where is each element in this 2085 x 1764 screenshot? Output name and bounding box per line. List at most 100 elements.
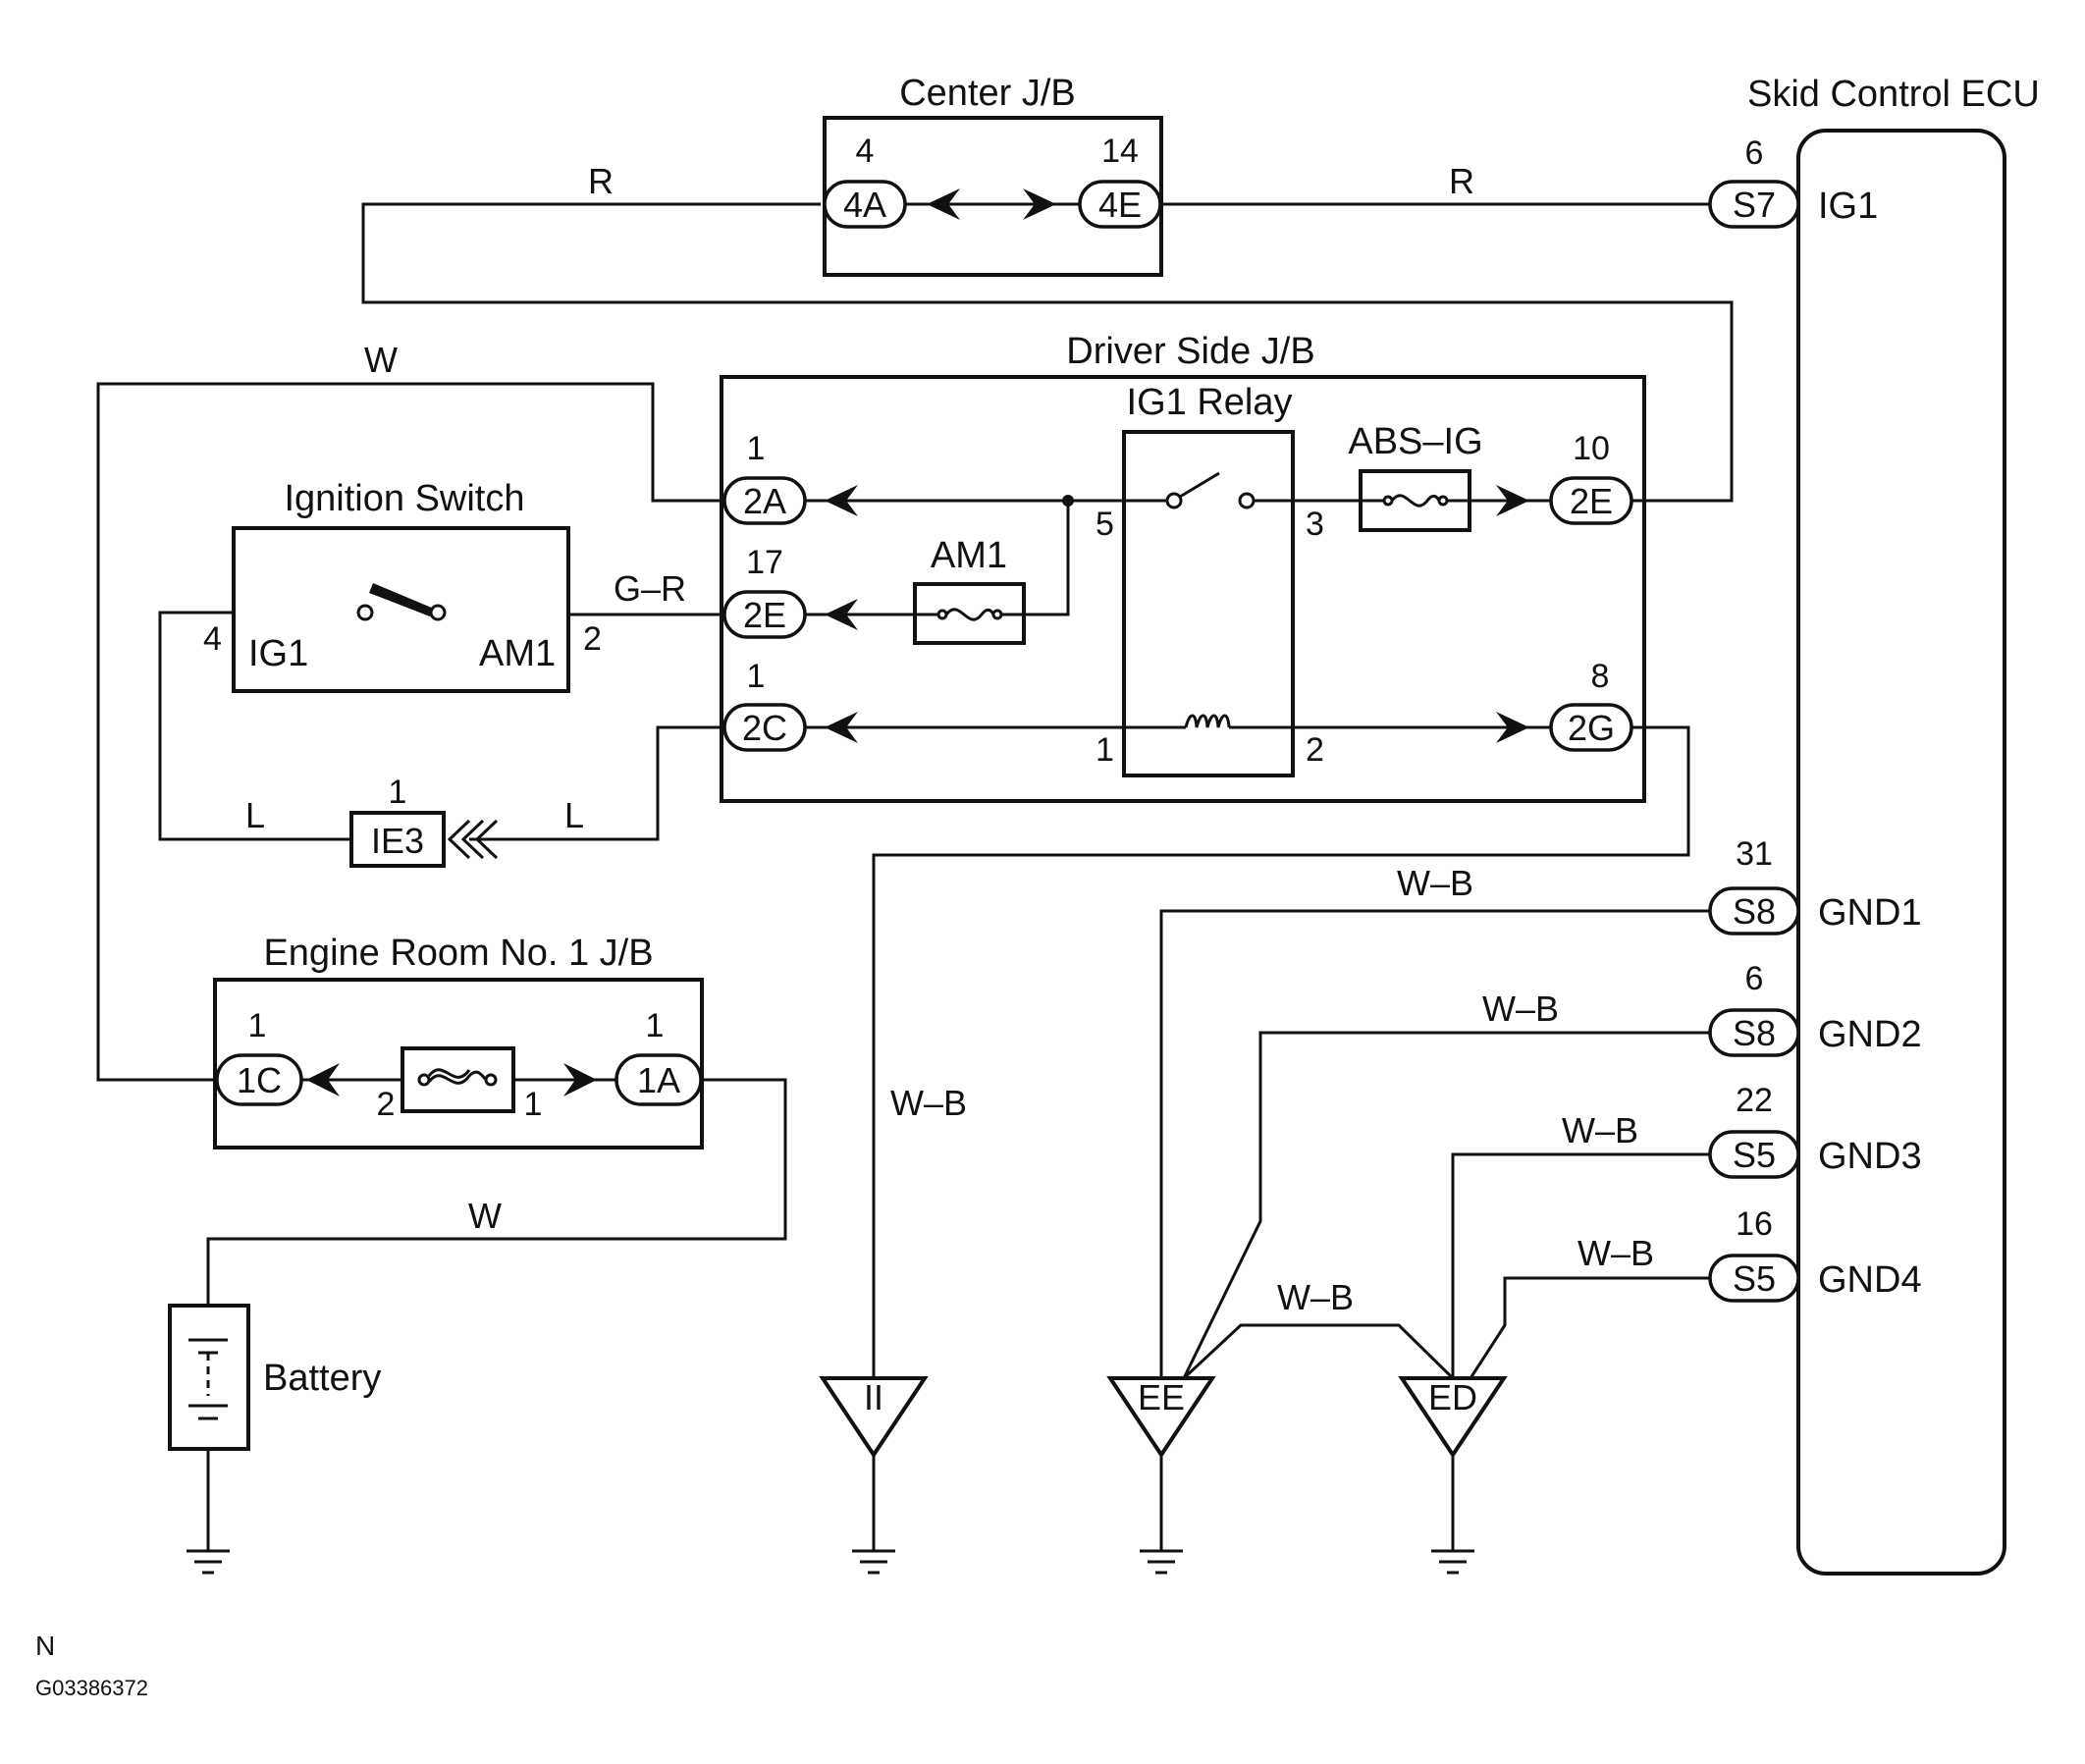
- engine-room-jb: Engine Room No. 1 J/B 1C 1 1A 1 2 1: [213, 933, 704, 1149]
- pin-2e-17: 17: [746, 544, 783, 581]
- relay-coil-icon: [1184, 714, 1231, 728]
- connector-2g: [1549, 703, 1633, 752]
- switch-contact-left: [356, 604, 374, 621]
- svg-text:2E: 2E: [743, 595, 786, 635]
- wire-wb-ee-ed: [1182, 1323, 1455, 1380]
- connector-1c: [215, 1053, 303, 1106]
- am1-fuse-label: AM1: [931, 535, 1007, 576]
- battery-label: Battery: [263, 1358, 381, 1399]
- fusible-link-box: [401, 1046, 515, 1113]
- pin-4a: 4: [856, 133, 875, 170]
- switch-pin-2: 2: [583, 620, 602, 658]
- wire-wb-gnd4-ed: [1469, 1276, 1710, 1379]
- wire-label-l-right: L: [564, 795, 584, 835]
- ig1-relay-title: IG1 Relay: [1127, 382, 1293, 423]
- switch-contact-right: [429, 604, 447, 621]
- wire-w-1a-battery: [206, 1078, 787, 1306]
- connector-arrow-2e-10: [1496, 485, 1529, 516]
- svg-text:S7: S7: [1733, 185, 1776, 225]
- connector-s7: [1708, 180, 1800, 229]
- ground-point-ee-label: EE: [1138, 1377, 1185, 1417]
- pin-1a: 1: [646, 1007, 665, 1044]
- connector-2e-10: [1549, 476, 1633, 525]
- connector-s5-gnd4: [1708, 1254, 1800, 1303]
- ground-battery-icon: [187, 1549, 230, 1575]
- svg-text:IE3: IE3: [371, 821, 424, 861]
- ground-ee-icon: [1140, 1549, 1183, 1575]
- driver-side-jb-box: [720, 375, 1646, 803]
- wire-label-l-left: L: [245, 795, 265, 835]
- engine-room-jb-title: Engine Room No. 1 J/B: [263, 933, 653, 974]
- ecu-box: [1796, 129, 2006, 1576]
- relay-pin-2: 2: [1306, 731, 1324, 769]
- connector-arrow-2g: [1496, 712, 1529, 743]
- center-jb: Center J/B 4A 4 4E 14: [823, 73, 1163, 277]
- svg-text:S5: S5: [1733, 1258, 1776, 1299]
- svg-text:S8: S8: [1733, 1013, 1776, 1053]
- wire-l-ie3-2c: [469, 725, 724, 841]
- pin-s8-6: 6: [1745, 960, 1764, 997]
- battery-box: [168, 1304, 250, 1451]
- fuse-pin-1: 1: [524, 1086, 543, 1123]
- ground-point-ee: [1106, 1376, 1216, 1459]
- connector-arrow-4a: [927, 188, 960, 220]
- connector-arrow-1c: [306, 1063, 340, 1096]
- connector-arrow-2a: [825, 485, 858, 516]
- pin-2g: 8: [1591, 658, 1610, 695]
- wire-label-wb-gnd2: W–B: [1482, 989, 1559, 1029]
- figure-id: G03386372: [35, 1676, 148, 1700]
- wires: [96, 202, 1734, 1551]
- connector-ie3-arrow-icon: [447, 819, 499, 860]
- wire-w-2a-1c: [96, 382, 724, 1082]
- footer-letter: N: [35, 1630, 55, 1661]
- grounds: II EE ED: [187, 1376, 1508, 1575]
- connector-4a: [823, 180, 907, 229]
- wire-label-w-top: W: [364, 340, 398, 380]
- connector-arrow-2e-17: [825, 599, 858, 630]
- wire-wb-2g-ii: [872, 725, 1690, 1378]
- svg-text:2G: 2G: [1568, 708, 1615, 748]
- ecu-terminal-ig1: IG1: [1818, 186, 1878, 227]
- wire-label-r-right: R: [1449, 161, 1474, 201]
- svg-text:2E: 2E: [1570, 481, 1613, 521]
- abs-ig-fuse-icon: [1390, 494, 1441, 508]
- connector-ie3-box: [349, 811, 446, 868]
- ground-point-ii-label: II: [864, 1377, 883, 1417]
- pin-2e-10: 10: [1573, 430, 1610, 467]
- wire-r-4a-2e: [361, 202, 1734, 503]
- connector-2c: [722, 703, 807, 752]
- relay-contact-left: [1165, 492, 1183, 509]
- wire-label-g-r: G–R: [614, 568, 686, 609]
- connector-arrow-1a: [563, 1063, 597, 1096]
- svg-text:1A: 1A: [637, 1060, 680, 1100]
- svg-text:2A: 2A: [743, 481, 786, 521]
- wire-label-wb-ee-ed: W–B: [1277, 1277, 1354, 1317]
- connector-s8-gnd1: [1708, 886, 1800, 935]
- wire-wb-gnd2-ee: [1182, 1031, 1710, 1379]
- engine-room-jb-box: [213, 978, 704, 1149]
- connector-arrow-2c: [825, 712, 858, 743]
- ecu-terminal-gnd3: GND3: [1818, 1136, 1922, 1177]
- relay-pin-3: 3: [1306, 506, 1324, 543]
- wire-l-switch-ie3: [158, 611, 351, 841]
- fusible-link-icon: [427, 1070, 488, 1085]
- svg-text:4E: 4E: [1098, 185, 1142, 225]
- wire-label-wb-gnd3: W–B: [1562, 1110, 1638, 1150]
- ground-point-ed-label: ED: [1428, 1377, 1477, 1417]
- skid-control-ecu: Skid Control ECU S7 6 IG1 S8 31 GND1 S8 …: [1708, 74, 2040, 1576]
- connector-2a: [722, 476, 807, 525]
- junction-dot: [1062, 495, 1074, 507]
- ecu-title: Skid Control ECU: [1747, 74, 2040, 115]
- ecu-terminal-gnd1: GND1: [1818, 892, 1922, 934]
- driver-side-jb: Driver Side J/B IG1 Relay 5 3 1 2 ABS–IG…: [720, 331, 1646, 803]
- wire-wb-gnd1-ee: [1159, 909, 1710, 1378]
- connector-2e-17: [722, 590, 807, 639]
- wire-label-wb-ii: W–B: [890, 1083, 967, 1123]
- ground-point-ii: [819, 1376, 929, 1459]
- wire-label-w-battery: W: [468, 1196, 502, 1236]
- pin-s5-22: 22: [1736, 1082, 1773, 1119]
- wire-wb-gnd3-ed: [1451, 1152, 1710, 1378]
- center-jb-title: Center J/B: [899, 73, 1076, 114]
- pin-s7: 6: [1745, 134, 1764, 172]
